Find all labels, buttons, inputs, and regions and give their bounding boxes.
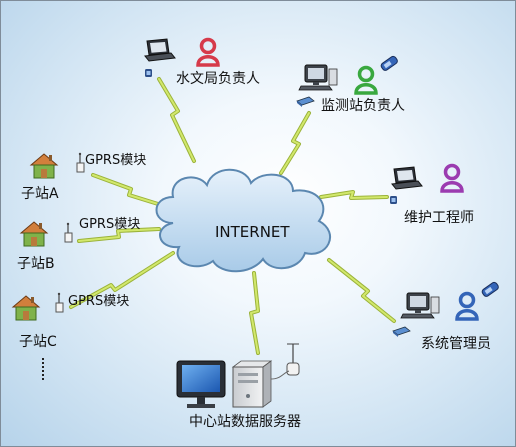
substation-a-label: 子站A <box>21 186 59 202</box>
gprs-module-label-c: GPRS模块 <box>68 294 130 309</box>
house-icon <box>20 221 48 247</box>
monitoring-head-node <box>296 55 398 108</box>
system-admin-node <box>392 281 499 338</box>
person-icon <box>440 163 464 193</box>
link-hydrology <box>157 77 196 163</box>
link-maintenance <box>319 190 389 200</box>
center-server-node <box>176 343 300 408</box>
link-substation-b <box>77 227 161 243</box>
antenna-icon <box>270 343 300 380</box>
internet-label: INTERNET <box>215 223 290 241</box>
phone-icon <box>380 55 398 71</box>
gprs-module-label-b: GPRS模块 <box>79 217 141 232</box>
modem-icon <box>392 326 411 338</box>
gprs-module-label-a: GPRS模块 <box>85 153 147 168</box>
house-icon <box>30 153 58 179</box>
desktop-icon <box>298 64 338 91</box>
hydrology-head-label: 水文局负责人 <box>176 71 260 87</box>
phone-icon <box>481 281 499 297</box>
laptop-icon <box>144 38 176 62</box>
desktop-icon <box>400 292 440 319</box>
antenna-icon <box>76 152 85 173</box>
antenna-icon <box>64 222 73 243</box>
person-icon <box>196 37 220 67</box>
substation-b-node <box>20 221 73 247</box>
house-icon <box>12 295 40 321</box>
more-substations-dots <box>42 358 44 380</box>
lock-icon <box>145 69 152 77</box>
link-monitoring <box>279 111 311 175</box>
link-server <box>249 271 260 355</box>
person-icon <box>354 65 378 95</box>
substation-b-label: 子站B <box>17 256 55 272</box>
person-icon <box>455 291 479 321</box>
link-substation-a <box>91 173 173 210</box>
maintenance-engineer-label: 维护工程师 <box>404 210 474 226</box>
monitor-icon <box>176 360 226 408</box>
system-admin-label: 系统管理员 <box>421 336 491 352</box>
server-icon <box>231 360 273 408</box>
substation-c-node <box>12 292 64 321</box>
lock-icon <box>390 196 397 204</box>
antenna-icon <box>55 292 64 313</box>
laptop-icon <box>391 166 423 190</box>
cloud-icon <box>155 168 332 273</box>
center-server-label: 中心站数据服务器 <box>189 414 301 430</box>
link-admin <box>327 258 396 323</box>
link-substation-c <box>69 251 175 309</box>
maintenance-engineer-node <box>390 163 464 204</box>
substation-a-node <box>30 152 85 179</box>
substation-c-label: 子站C <box>19 334 57 350</box>
monitoring-head-label: 监测站负责人 <box>321 98 405 114</box>
modem-icon <box>296 96 315 108</box>
